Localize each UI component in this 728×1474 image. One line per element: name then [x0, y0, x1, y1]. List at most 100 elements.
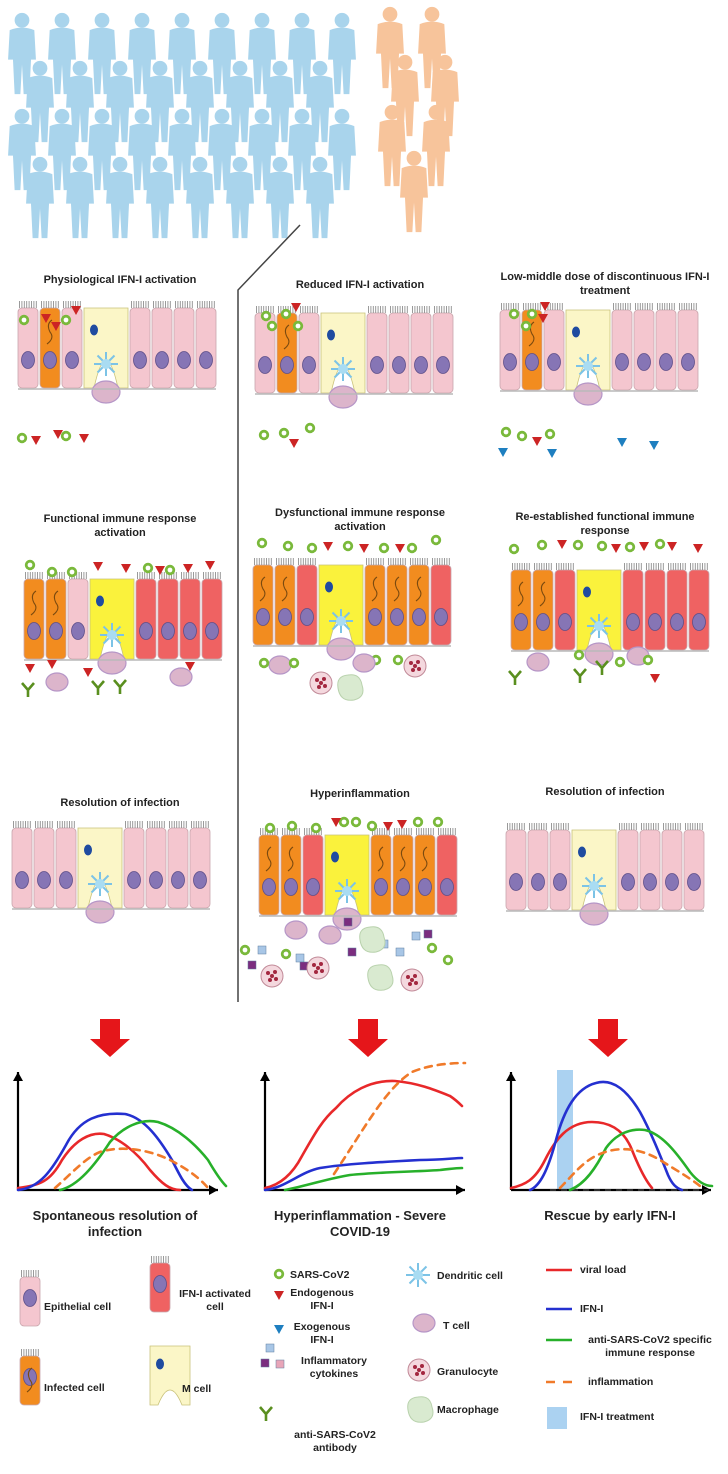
ifn-activated-cell [157, 572, 179, 660]
endogenous-ifn [183, 564, 193, 573]
person-silhouette [26, 156, 54, 239]
legend-m-cell-nucleus [156, 1358, 164, 1370]
endogenous-ifn [667, 542, 677, 551]
nucleus [509, 873, 523, 891]
sars-cov2-virus [280, 308, 292, 320]
sars-cov2-virus [278, 427, 290, 439]
ifn-i-curve [16, 1112, 194, 1192]
person-body [400, 165, 428, 233]
nucleus [65, 351, 79, 369]
endogenous-ifn [185, 662, 195, 671]
sars-cov2-virus [654, 538, 666, 550]
sars-cov2-virus [642, 654, 654, 666]
granule [322, 677, 326, 681]
epithelial-cell [611, 303, 633, 391]
person-body [208, 27, 236, 95]
person-head [406, 150, 422, 166]
endogenous-ifn [83, 668, 93, 677]
dendritic-body [95, 879, 105, 889]
ifn-activated-cell [622, 563, 644, 651]
virus-core [307, 425, 313, 431]
epithelial-cell [549, 823, 571, 911]
legend-inflammatory-cytokines: Inflammatory cytokines [301, 1355, 367, 1380]
person-silhouette [208, 12, 236, 95]
nucleus [258, 356, 272, 374]
person-head [94, 12, 110, 28]
cell-body [33, 827, 55, 909]
ifn-activated-cell [554, 563, 576, 651]
sars-cov2-virus [412, 816, 424, 828]
person-silhouette [66, 60, 94, 143]
legend-m-cell-icon [149, 1345, 191, 1406]
cell-body [11, 827, 33, 909]
person-silhouette [306, 156, 334, 239]
person-silhouette [8, 12, 36, 95]
panel-title-functional-immune: Functional immune response activation [43, 513, 197, 539]
sars-cov2-virus [66, 566, 78, 578]
virus-core [576, 652, 582, 658]
inflammatory-cytokine [411, 931, 421, 941]
macrophage [367, 964, 394, 991]
sars-cov2-virus [500, 426, 512, 438]
sars-cov2-virus [392, 654, 404, 666]
cell-body [644, 569, 666, 651]
virus-core [429, 945, 435, 951]
person-silhouette [106, 156, 134, 239]
legend-ifn-i: IFN-I [580, 1303, 604, 1315]
macrophage [337, 674, 364, 701]
sars-cov2-virus [310, 822, 322, 834]
person-body [306, 171, 334, 239]
person-body [328, 27, 356, 95]
person-silhouette [168, 12, 196, 95]
granule [312, 963, 316, 967]
person-silhouette [226, 60, 254, 143]
virus-core [289, 823, 295, 829]
nucleus [183, 622, 197, 640]
person-head [214, 12, 230, 28]
endogenous-ifn [53, 430, 63, 439]
granule [320, 969, 324, 973]
nucleus [280, 356, 294, 374]
nucleus [59, 871, 73, 889]
virus-core [511, 311, 517, 317]
endogenous-ifn [41, 314, 51, 323]
virus-core [69, 569, 75, 575]
exogenous-ifn [547, 449, 557, 458]
person-body [8, 123, 36, 191]
nucleus [153, 1275, 167, 1293]
m-cell-nucleus [84, 844, 92, 856]
person-head [32, 156, 48, 172]
epithelial-cell [129, 301, 151, 389]
sars-cov2-virus [60, 314, 72, 326]
person-head [384, 104, 400, 120]
nucleus [637, 353, 651, 371]
person-body [328, 123, 356, 191]
ifn-activated-cell [149, 1256, 171, 1313]
epithelial-cell [527, 823, 549, 911]
cell-body [145, 827, 167, 909]
sars-cov2-virus [256, 537, 268, 549]
person-body [186, 75, 214, 143]
person-body [106, 75, 134, 143]
virus-core [261, 660, 267, 666]
virus-core [313, 825, 319, 831]
nucleus [687, 873, 701, 891]
nucleus [370, 356, 384, 374]
virus-core [281, 430, 287, 436]
sars-cov2-virus [164, 564, 176, 576]
viral-rna [259, 576, 266, 602]
sars-cov2-virus [430, 534, 442, 546]
nucleus [306, 878, 320, 896]
t-cell [91, 380, 121, 404]
m-cell-nucleus [327, 329, 335, 341]
person-silhouette [8, 108, 36, 191]
endogenous-ifn [93, 562, 103, 571]
person-head [54, 12, 70, 28]
dendritic-cell [576, 354, 600, 378]
panel-title-low-middle-dose: Low-middle dose of discontinuous IFN-I t… [500, 271, 710, 297]
legend-ifn-treatment-swatch [547, 1407, 567, 1429]
virus-core [27, 562, 33, 568]
ifn-activated-cell [296, 558, 318, 646]
granule [414, 981, 418, 985]
